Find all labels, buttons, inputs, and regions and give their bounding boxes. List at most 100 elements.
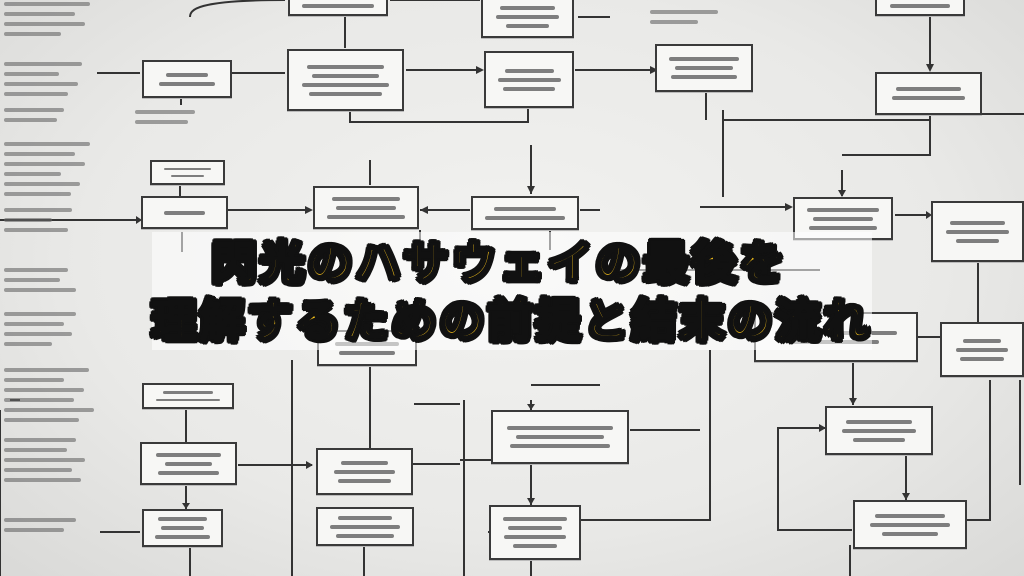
side-note bbox=[4, 518, 84, 532]
box-text-line bbox=[502, 86, 556, 91]
note-text-line bbox=[4, 408, 94, 412]
note-text-line bbox=[4, 458, 85, 462]
flowchart-box bbox=[142, 383, 234, 409]
title-line-1: 閃光のハサウェイの最後を bbox=[211, 238, 788, 289]
side-note bbox=[4, 438, 94, 482]
note-text-line bbox=[4, 368, 89, 372]
side-note bbox=[4, 208, 84, 232]
flowchart-box bbox=[142, 509, 223, 547]
box-text-line bbox=[164, 168, 211, 170]
side-note bbox=[4, 368, 104, 422]
flowchart-box bbox=[489, 505, 581, 560]
flowchart-box bbox=[825, 406, 933, 455]
box-text-line bbox=[485, 215, 565, 220]
note-text-line bbox=[4, 418, 79, 422]
flowchart-box bbox=[150, 160, 225, 185]
title-line-2: 理解するための前提と結末の流れ bbox=[151, 296, 872, 347]
note-text-line bbox=[4, 62, 83, 66]
box-text-line bbox=[502, 517, 568, 521]
box-text-line bbox=[846, 419, 912, 424]
note-text-line bbox=[4, 92, 69, 96]
flowchart-box bbox=[316, 507, 414, 546]
note-text-line bbox=[650, 10, 718, 14]
note-text-line bbox=[135, 120, 188, 124]
box-text-line bbox=[513, 544, 557, 548]
note-text-line bbox=[4, 342, 52, 346]
box-text-line bbox=[506, 426, 614, 430]
note-text-line bbox=[4, 448, 67, 452]
box-text-line bbox=[852, 437, 906, 442]
note-text-line bbox=[4, 172, 61, 176]
note-text-line bbox=[4, 518, 76, 522]
box-text-line bbox=[494, 206, 556, 211]
box-text-line bbox=[329, 524, 401, 529]
note-text-line bbox=[4, 468, 72, 472]
note-text-line bbox=[4, 208, 72, 212]
note-text-line bbox=[4, 398, 74, 402]
box-text-line bbox=[881, 531, 939, 536]
box-text-line bbox=[302, 4, 374, 8]
flowchart-box bbox=[313, 186, 419, 229]
box-text-line bbox=[155, 398, 221, 401]
note-text-line bbox=[4, 528, 64, 532]
box-text-line bbox=[161, 526, 204, 530]
box-text-line bbox=[509, 444, 611, 448]
box-text-line bbox=[157, 470, 220, 475]
box-text-line bbox=[158, 517, 207, 521]
box-text-line bbox=[959, 356, 1005, 361]
box-text-line bbox=[950, 220, 1005, 225]
box-text-line bbox=[159, 81, 215, 86]
box-text-line bbox=[813, 216, 873, 221]
box-text-line bbox=[870, 522, 950, 527]
box-text-line bbox=[955, 238, 1000, 243]
box-text-line bbox=[306, 64, 385, 69]
note-text-line bbox=[4, 12, 76, 16]
note-text-line bbox=[4, 268, 68, 272]
flowchart-box bbox=[142, 60, 232, 98]
flowchart-box bbox=[471, 196, 579, 230]
note-text-line bbox=[4, 332, 72, 336]
note-text-line bbox=[4, 228, 68, 232]
note-text-line bbox=[4, 322, 64, 326]
box-text-line bbox=[333, 469, 396, 474]
box-text-line bbox=[504, 68, 554, 73]
box-text-line bbox=[155, 452, 222, 457]
box-text-line bbox=[327, 214, 405, 219]
side-note bbox=[4, 142, 99, 196]
box-text-line bbox=[956, 347, 1008, 352]
box-text-line bbox=[155, 535, 210, 539]
box-text-line bbox=[339, 350, 395, 355]
box-text-line bbox=[668, 57, 740, 61]
note-text-line bbox=[4, 378, 64, 382]
box-text-line bbox=[311, 73, 380, 78]
note-text-line bbox=[4, 32, 61, 36]
box-text-line bbox=[301, 82, 390, 87]
box-text-line bbox=[162, 391, 214, 394]
box-text-line bbox=[496, 15, 559, 19]
box-text-line bbox=[807, 207, 879, 212]
flowchart-box bbox=[853, 500, 967, 549]
side-note bbox=[135, 110, 210, 124]
box-text-line bbox=[891, 96, 966, 100]
box-text-line bbox=[337, 478, 392, 483]
note-text-line bbox=[4, 118, 57, 122]
box-text-line bbox=[341, 460, 388, 465]
flowchart-box bbox=[481, 0, 574, 38]
note-text-line bbox=[4, 108, 64, 112]
note-text-line bbox=[4, 182, 80, 186]
box-text-line bbox=[505, 24, 550, 28]
note-text-line bbox=[4, 142, 90, 146]
title-banner bbox=[152, 232, 872, 350]
note-text-line bbox=[4, 218, 52, 222]
box-text-line bbox=[500, 6, 555, 10]
flowchart-box bbox=[491, 410, 629, 464]
box-text-line bbox=[874, 513, 946, 518]
note-text-line bbox=[4, 162, 85, 166]
box-text-line bbox=[504, 535, 566, 539]
note-text-line bbox=[135, 110, 195, 114]
box-text-line bbox=[497, 77, 561, 82]
flowchart-box bbox=[140, 442, 237, 485]
side-note bbox=[4, 2, 99, 36]
flowchart-box bbox=[940, 322, 1024, 377]
